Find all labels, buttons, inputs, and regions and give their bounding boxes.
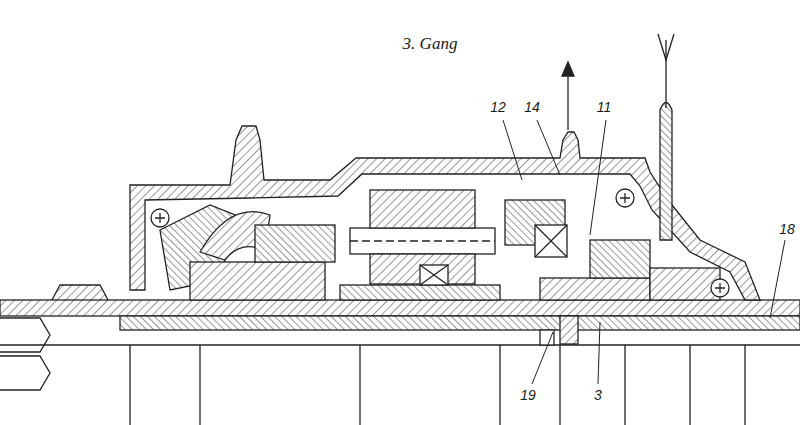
leader-line (598, 322, 600, 384)
main-shaft (0, 300, 800, 316)
clutch-pack (590, 240, 650, 278)
shaft-line (129, 345, 130, 425)
piston-symbol (711, 279, 729, 297)
shaft-line (689, 345, 690, 425)
leader-line (532, 332, 553, 384)
actuation-line (665, 40, 666, 108)
callout-number: 11 (596, 99, 613, 115)
gear (255, 225, 335, 262)
piston-symbol (616, 189, 634, 207)
shaft-line (744, 345, 745, 425)
piston-symbol (151, 209, 169, 227)
shaft-line (624, 345, 625, 425)
leader-line (590, 120, 606, 235)
gear (190, 262, 325, 300)
brake-hub (650, 268, 720, 300)
piston-cross (155, 213, 165, 223)
clutch-carrier (540, 278, 650, 300)
arrow-head (562, 62, 574, 76)
leader-line (770, 240, 785, 318)
leader-line (503, 120, 522, 180)
shift-lever (660, 103, 672, 241)
callout-number: 3 (593, 387, 603, 403)
sun-gear (340, 285, 500, 300)
piston-cross (620, 193, 630, 203)
planet-gear (370, 254, 475, 284)
circlip (560, 316, 578, 344)
piston-cross (715, 283, 725, 293)
shaft-line (359, 345, 360, 425)
planet-pin (350, 228, 495, 254)
callout-number: 18 (778, 221, 796, 237)
drawing-title: 3. Gang (403, 34, 458, 54)
planet-gear (370, 190, 475, 228)
shaft-bore-line (0, 344, 800, 345)
shaft-line (559, 345, 560, 425)
center-line (350, 240, 495, 241)
needle-bearing (420, 265, 448, 285)
callout-number: 12 (489, 99, 507, 115)
bearing (535, 225, 567, 257)
callout-number: 19 (519, 387, 537, 403)
shaft-line (199, 345, 200, 425)
hollow-shaft (120, 316, 800, 330)
fork-arrow (658, 34, 674, 60)
bearing-cross (420, 265, 448, 285)
bearing-cross (535, 225, 567, 257)
leader-line (537, 120, 560, 175)
washer (540, 330, 554, 345)
hex-nut (0, 318, 50, 352)
callout-number: 14 (523, 99, 541, 115)
force-arrow (567, 74, 568, 130)
hex-nut (0, 356, 50, 390)
shaft-line (499, 345, 500, 425)
